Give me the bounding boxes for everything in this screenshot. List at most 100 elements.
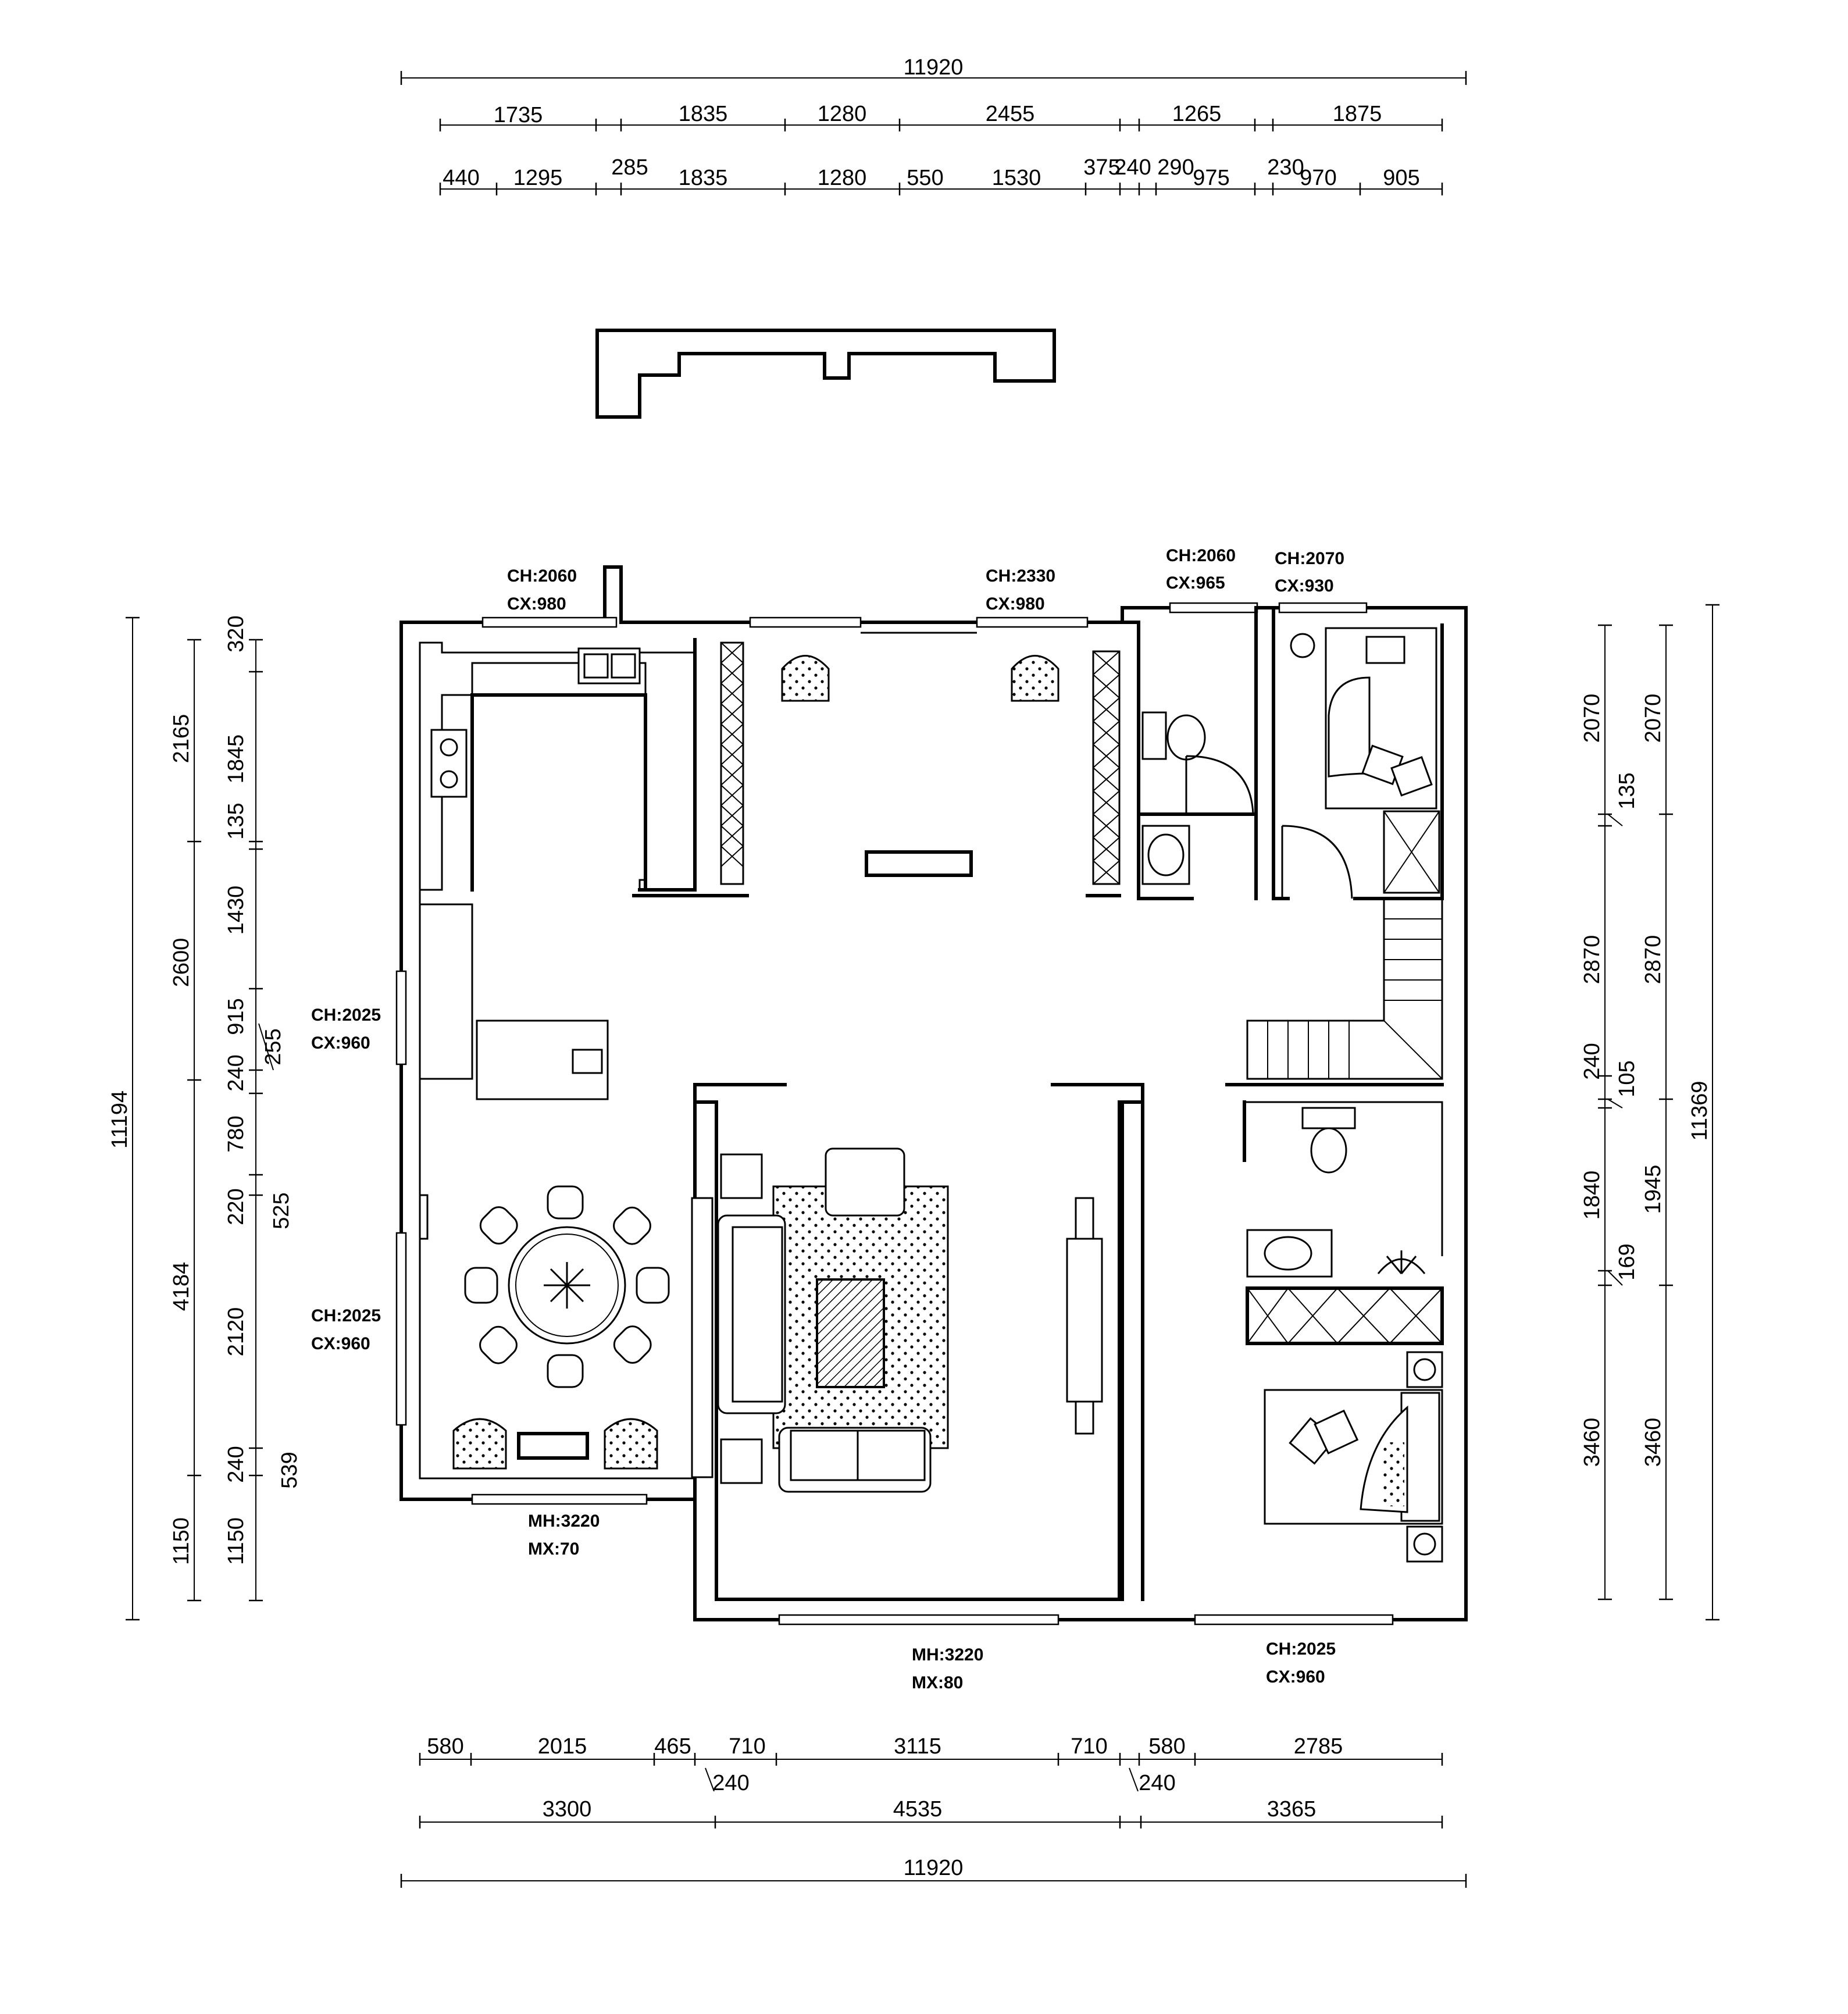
dim-top-r2-11: 975 (1193, 166, 1229, 190)
dim-right-2: 2870 (1641, 935, 1665, 985)
note-kitchen-window-l1: CH:2060 (507, 566, 577, 586)
dim-top-r2-3: 285 (611, 155, 648, 180)
dim-right-4: 3460 (1641, 1418, 1665, 1467)
dimension-bottom: 580 2015 465 710 3115 710 580 2785 240 2… (400, 1734, 1467, 1888)
armchair-icon (781, 655, 830, 702)
console-table (865, 850, 973, 877)
dim-top-r2-2: 1295 (513, 166, 563, 190)
dimension-right: 11369 2070 2870 1945 3460 2070 135 2870 … (1580, 604, 1719, 1621)
dim-top-6: 1875 (1333, 102, 1382, 126)
end-table (720, 1153, 763, 1199)
dim-left-small-1: 255 (261, 1028, 286, 1065)
dim-top-r2-1: 440 (443, 166, 479, 190)
dim-bot-3: 465 (654, 1734, 691, 1759)
dim-bot-4: 710 (729, 1734, 765, 1759)
dim-top-5: 1265 (1172, 102, 1222, 126)
dim-bot-small-1: 240 (712, 1771, 749, 1795)
toilet-icon (1301, 1107, 1356, 1174)
side-table (517, 1432, 589, 1460)
dim-bot-8: 2785 (1294, 1734, 1343, 1759)
master-suite (1141, 1083, 1444, 1601)
sink-icon (577, 647, 641, 685)
dim-right-total: 11369 (1688, 1081, 1712, 1141)
note-bath-window-l2: CX:965 (1166, 573, 1225, 593)
wardrobe (1246, 1286, 1444, 1345)
dim-bot-7: 580 (1148, 1734, 1185, 1759)
dim-left-4: 1150 (169, 1517, 194, 1565)
dim-left-r2-3: 135 (224, 803, 248, 839)
note-entry-window-l1: CH:2330 (986, 566, 1055, 586)
toilet-icon (1141, 711, 1206, 761)
dim-left-r2-10: 240 (224, 1446, 248, 1482)
dim-left-r2-2: 1845 (224, 735, 248, 784)
cabinet (720, 641, 744, 885)
dim-bot-1: 580 (427, 1734, 463, 1759)
note-bedroom-window-l1: CH:2070 (1275, 549, 1344, 568)
windows (395, 602, 1394, 1626)
dim-left-r2-8: 220 (224, 1188, 248, 1225)
dim-right-r2-3: 2870 (1580, 935, 1604, 985)
dim-top-3: 1280 (818, 102, 867, 126)
bed-icon (1325, 627, 1437, 810)
dim-top-2: 1835 (679, 102, 728, 126)
stair-icon (1246, 897, 1443, 1080)
sink-icon (1141, 825, 1190, 885)
dim-top-r2-10: 290 (1157, 155, 1194, 180)
dim-right-r2-7: 169 (1615, 1243, 1639, 1280)
dim-left-2: 2600 (169, 938, 194, 988)
dim-top-r2-13: 970 (1300, 166, 1336, 190)
dim-right-r2-6: 1840 (1580, 1171, 1604, 1220)
dim-left-r2-4: 1430 (224, 886, 248, 935)
dim-left-r2-1: 320 (224, 615, 248, 652)
dimension-left: 11194 2165 2600 4184 1150 320 1845 135 1… (108, 615, 302, 1621)
dim-top-r2-14: 905 (1383, 166, 1419, 190)
dim-left-r2-7: 780 (224, 1115, 248, 1152)
dim-left-3: 4184 (169, 1262, 194, 1311)
dim-top-1: 1735 (494, 103, 543, 127)
counter-left (419, 903, 473, 1080)
dim-bot-r2-3: 3365 (1267, 1797, 1317, 1821)
kitchen (419, 638, 1121, 1100)
dim-left-total: 11194 (108, 1090, 132, 1149)
dim-right-3: 1945 (1641, 1165, 1665, 1214)
note-master-bottom-l2: CX:960 (1266, 1667, 1325, 1687)
dim-bot-6: 710 (1071, 1734, 1107, 1759)
note-living-bottom-l2: MX:80 (912, 1673, 963, 1692)
dim-right-1: 2070 (1641, 694, 1665, 743)
stove-icon (430, 729, 468, 798)
note-dining-bottom-l2: MX:70 (528, 1539, 579, 1559)
dim-left-r2-11: 1150 (224, 1517, 248, 1565)
dim-top-r2-5: 1280 (818, 166, 867, 190)
note-master-bottom-l1: CH:2025 (1266, 1639, 1336, 1659)
dim-right-r2-8: 3460 (1580, 1418, 1604, 1467)
entry-hall (781, 632, 1059, 877)
dining-set-icon (464, 1185, 670, 1388)
sink-icon (1246, 1229, 1333, 1278)
note-kitchen-window-l2: CX:980 (507, 594, 566, 614)
dim-left-r2-6: 240 (224, 1054, 248, 1091)
dim-top-r2-9: 240 (1114, 155, 1151, 180)
dim-bot-total: 11920 (904, 1856, 964, 1880)
door-swing (1185, 755, 1254, 815)
dim-bot-2: 2015 (538, 1734, 587, 1759)
dim-top-r2-6: 550 (907, 166, 943, 190)
nightstand-lamp (1290, 633, 1315, 658)
note-entry-window-l2: CX:980 (986, 594, 1045, 614)
door-swing (1281, 825, 1353, 899)
dim-left-small-3: 539 (277, 1452, 302, 1488)
dim-bot-5: 3115 (894, 1734, 941, 1759)
plant-icon (544, 1262, 590, 1309)
bedroom-small (1272, 606, 1444, 900)
dim-left-small-2: 525 (269, 1192, 294, 1229)
dim-bot-r2-1: 3300 (543, 1797, 592, 1821)
dim-left-r2-9: 2120 (224, 1307, 248, 1357)
tv-unit (1066, 1238, 1103, 1403)
dim-right-r2-1: 2070 (1580, 694, 1604, 743)
armchair-icon (604, 1418, 658, 1470)
fan-icon (1377, 1250, 1426, 1274)
dining-room (419, 1099, 670, 1478)
dim-top-r2-4: 1835 (679, 166, 728, 190)
end-table (720, 1438, 763, 1484)
note-kitchen-side-l1: CH:2025 (311, 1006, 381, 1025)
sofa-set-icon (717, 1147, 932, 1493)
